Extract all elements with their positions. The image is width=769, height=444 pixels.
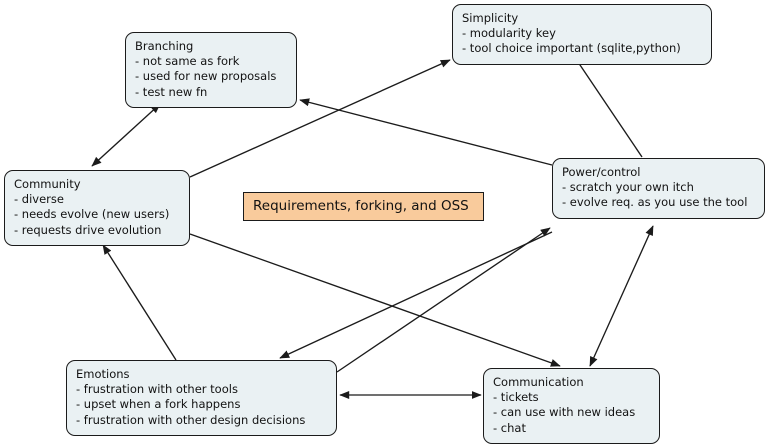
edge-power-branching (299, 98, 553, 166)
edge-emotions-power (336, 227, 551, 373)
node-emotions-line-2: - upset when a fork happens (76, 397, 241, 412)
node-branching-heading: Branching (135, 39, 194, 53)
node-simplicity-line-2: - tool choice important (sqlite,python) (462, 41, 681, 56)
edge-power-emotions (279, 231, 553, 359)
node-power-control-heading: Power/control (562, 165, 641, 179)
node-communication-heading: Communication (493, 375, 584, 389)
node-communication-line-3: - chat (493, 420, 526, 435)
node-emotions-heading: Emotions (76, 367, 130, 381)
edge-simplicity-power (577, 61, 643, 158)
node-emotions-line-3: - frustration with other design decision… (76, 412, 306, 427)
node-simplicity-line-1: - modularity key (462, 26, 556, 41)
edge-emotions-community (102, 244, 177, 361)
node-emotions-line-1: - frustration with other tools (76, 382, 238, 397)
node-communication-line-2: - can use with new ideas (493, 405, 636, 420)
node-branching-line-1: - not same as fork (135, 54, 240, 69)
node-community-line-3: - requests drive evolution (14, 222, 162, 237)
edge-community-branching (91, 103, 161, 167)
node-branching-line-3: - test new fn (135, 84, 208, 99)
node-power-control[interactable]: Power/control - scratch your own itch - … (552, 158, 765, 219)
node-branching-line-2: - used for new proposals (135, 69, 277, 84)
node-power-control-line-1: - scratch your own itch (562, 180, 694, 195)
edge-power-communication (589, 225, 654, 367)
edge-community-communication (189, 233, 561, 367)
node-center-topic[interactable]: Requirements, forking, and OSS (243, 192, 484, 221)
node-community[interactable]: Community - diverse - needs evolve (new … (4, 170, 190, 246)
node-communication-line-1: - tickets (493, 390, 539, 405)
node-branching[interactable]: Branching - not same as fork - used for … (125, 32, 297, 108)
node-community-line-1: - diverse (14, 192, 64, 207)
node-emotions[interactable]: Emotions - frustration with other tools … (66, 360, 337, 436)
node-communication[interactable]: Communication - tickets - can use with n… (483, 368, 660, 444)
node-simplicity[interactable]: Simplicity - modularity key - tool choic… (452, 4, 712, 65)
node-community-heading: Community (14, 177, 81, 191)
node-power-control-line-2: - evolve req. as you use the tool (562, 195, 748, 210)
node-community-line-2: - needs evolve (new users) (14, 207, 170, 222)
center-topic-label: Requirements, forking, and OSS (253, 198, 469, 214)
node-simplicity-heading: Simplicity (462, 11, 519, 25)
